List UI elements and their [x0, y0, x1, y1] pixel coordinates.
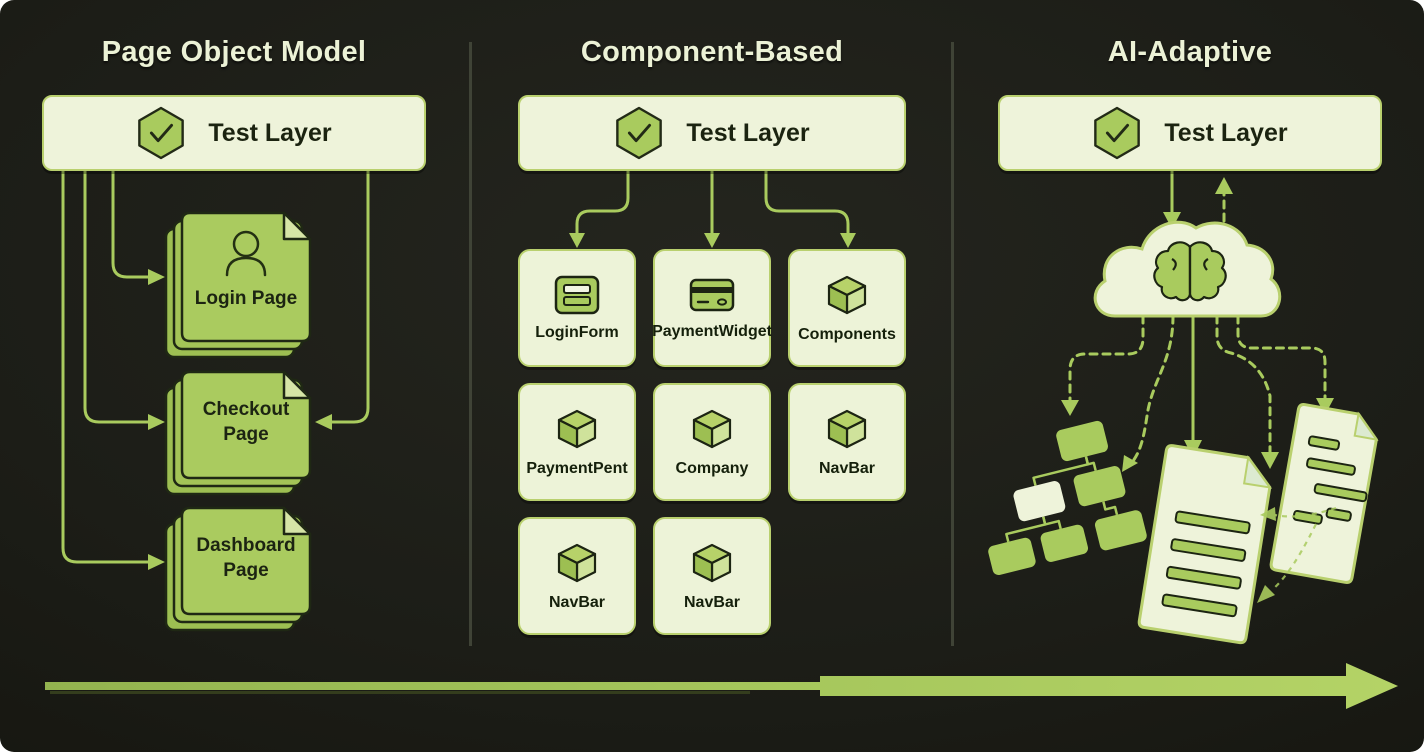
credit-card-icon: [689, 278, 735, 311]
check-hexagon-icon: [138, 106, 185, 160]
pom-connectors: [61, 169, 370, 564]
test-layer-label: Test Layer: [1164, 118, 1288, 147]
component-label: PaymentPent: [526, 459, 628, 477]
cube-icon: [827, 409, 867, 448]
component-label: LoginForm: [535, 323, 619, 341]
ai-cloud-icon: [1093, 220, 1282, 318]
component-arrowheads: [569, 233, 856, 248]
page-card-label: Login Page: [194, 288, 298, 309]
test-layer-label: Test Layer: [686, 118, 810, 147]
brain-icon: [1153, 241, 1227, 302]
page-card-dashboard: [164, 506, 312, 632]
form-icon: [554, 275, 600, 314]
component-label: NavBar: [683, 593, 741, 611]
test-layer-box: Test Layer: [518, 95, 906, 171]
pom-arrowheads: [148, 269, 332, 570]
component-card: LoginForm: [518, 249, 636, 367]
component-connectors: [575, 169, 850, 235]
column-title-ai-adaptive: AI-Adaptive: [1107, 36, 1273, 68]
document-icon: [1269, 403, 1379, 584]
component-card: NavBar: [788, 383, 906, 501]
test-layer-label: Test Layer: [208, 118, 332, 147]
page-card-checkout: [164, 370, 312, 496]
component-label: Company: [675, 459, 749, 477]
column-title-component-based: Component-Based: [580, 36, 844, 68]
component-card: PaymentPent: [518, 383, 636, 501]
cube-icon: [692, 409, 732, 448]
page-card-login: [164, 211, 312, 359]
component-card: NavBar: [518, 517, 636, 635]
cube-icon: [557, 543, 597, 582]
check-hexagon-icon: [616, 106, 663, 160]
component-card: Company: [653, 383, 771, 501]
component-card: Components: [788, 249, 906, 367]
sitemap-icon: [988, 420, 1147, 576]
document-icon: [1137, 444, 1273, 645]
test-layer-box: Test Layer: [998, 95, 1382, 171]
component-label: NavBar: [548, 593, 606, 611]
document-link-arrowheads: [1257, 507, 1276, 603]
page-card-label: Checkout Page: [202, 399, 290, 445]
document-links: [1271, 506, 1337, 591]
ai-connectors: [1068, 169, 1327, 463]
flow-arrow: [45, 663, 1398, 709]
flow-arrow-shadow: [50, 691, 750, 694]
page-card-label: Dashboard Page: [196, 535, 296, 581]
component-label: Components: [798, 325, 896, 343]
cube-icon: [557, 409, 597, 448]
component-card: NavBar: [653, 517, 771, 635]
cube-icon: [692, 543, 732, 582]
cube-icon: [827, 275, 867, 314]
check-hexagon-icon: [1094, 106, 1141, 160]
component-label: NavBar: [818, 459, 876, 477]
column-title-page-object-model: Page Object Model: [101, 36, 367, 68]
component-card: PaymentWidget: [652, 249, 772, 367]
test-layer-box: Test Layer: [42, 95, 426, 171]
component-label: PaymentWidget: [652, 322, 772, 340]
person-icon: [225, 230, 267, 277]
